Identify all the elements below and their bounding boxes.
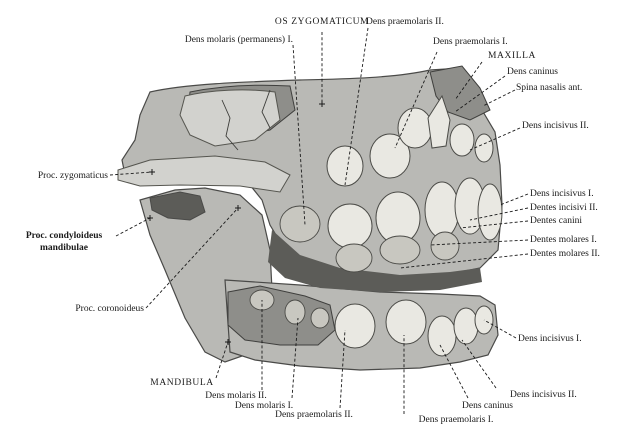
label-dens-incisivus-2-low: Dens incisivus II.	[510, 390, 577, 400]
label-mandibula: MANDIBULA	[150, 378, 213, 388]
label-proc-zygomaticus: Proc. zygomaticus	[38, 171, 108, 181]
label-os-zygomaticum: OS ZYGOMATICUM	[275, 17, 369, 27]
label-dens-praemolaris-1-low: Dens praemolaris I.	[419, 415, 494, 425]
label-dentes-molares-1: Dentes molares I.	[530, 235, 597, 245]
upper-teeth	[279, 177, 503, 273]
label-proc-condyloideus-line1: Proc. condyloideus	[26, 231, 103, 241]
label-dens-molaris-1-low: Dens molaris I.	[235, 401, 293, 411]
label-dens-praemolaris-2-low: Dens praemolaris II.	[275, 410, 353, 420]
label-dens-molaris-2-low: Dens molaris II.	[205, 391, 266, 401]
upper-permanent-teeth	[326, 94, 494, 187]
label-dens-molaris-permanens: Dens molaris (permanens) I.	[185, 34, 293, 45]
zygomatic-arch	[117, 155, 291, 193]
label-dens-caninus-top: Dens caninus	[507, 67, 558, 77]
label-dens-praemolaris-1-top: Dens praemolaris I.	[433, 37, 508, 47]
label-dens-praemolaris-2-top: Dens praemolaris II.	[366, 17, 444, 27]
skull-illustration	[117, 65, 503, 371]
oral-gap	[268, 230, 482, 292]
label-spina-nasalis: Spina nasalis ant.	[516, 83, 582, 93]
label-proc-coronoideus: Proc. coronoideus	[75, 304, 144, 314]
label-dens-incisivus-1-right: Dens incisivus I.	[530, 189, 594, 199]
label-proc-condyloideus-line2: mandibulae	[40, 243, 88, 253]
point-markers	[147, 101, 325, 345]
label-dens-caninus-low: Dens caninus	[462, 401, 513, 411]
label-dens-incisivus-2-top: Dens incisivus II.	[522, 121, 589, 131]
mandibular-notch	[149, 191, 206, 221]
label-dens-incisivus-1-low: Dens incisivus I.	[518, 334, 582, 344]
labels: OS ZYGOMATICUM Dens molaris (permanens) …	[26, 17, 600, 425]
label-dentes-canini: Dentes canini	[530, 216, 582, 226]
label-dentes-incisivi-2: Dentes incisivi II.	[530, 203, 598, 213]
lower-teeth	[249, 289, 494, 357]
label-dentes-molares-2: Dentes molares II.	[530, 249, 600, 259]
label-maxilla: MAXILLA	[488, 51, 536, 61]
leader-lines	[109, 27, 529, 414]
